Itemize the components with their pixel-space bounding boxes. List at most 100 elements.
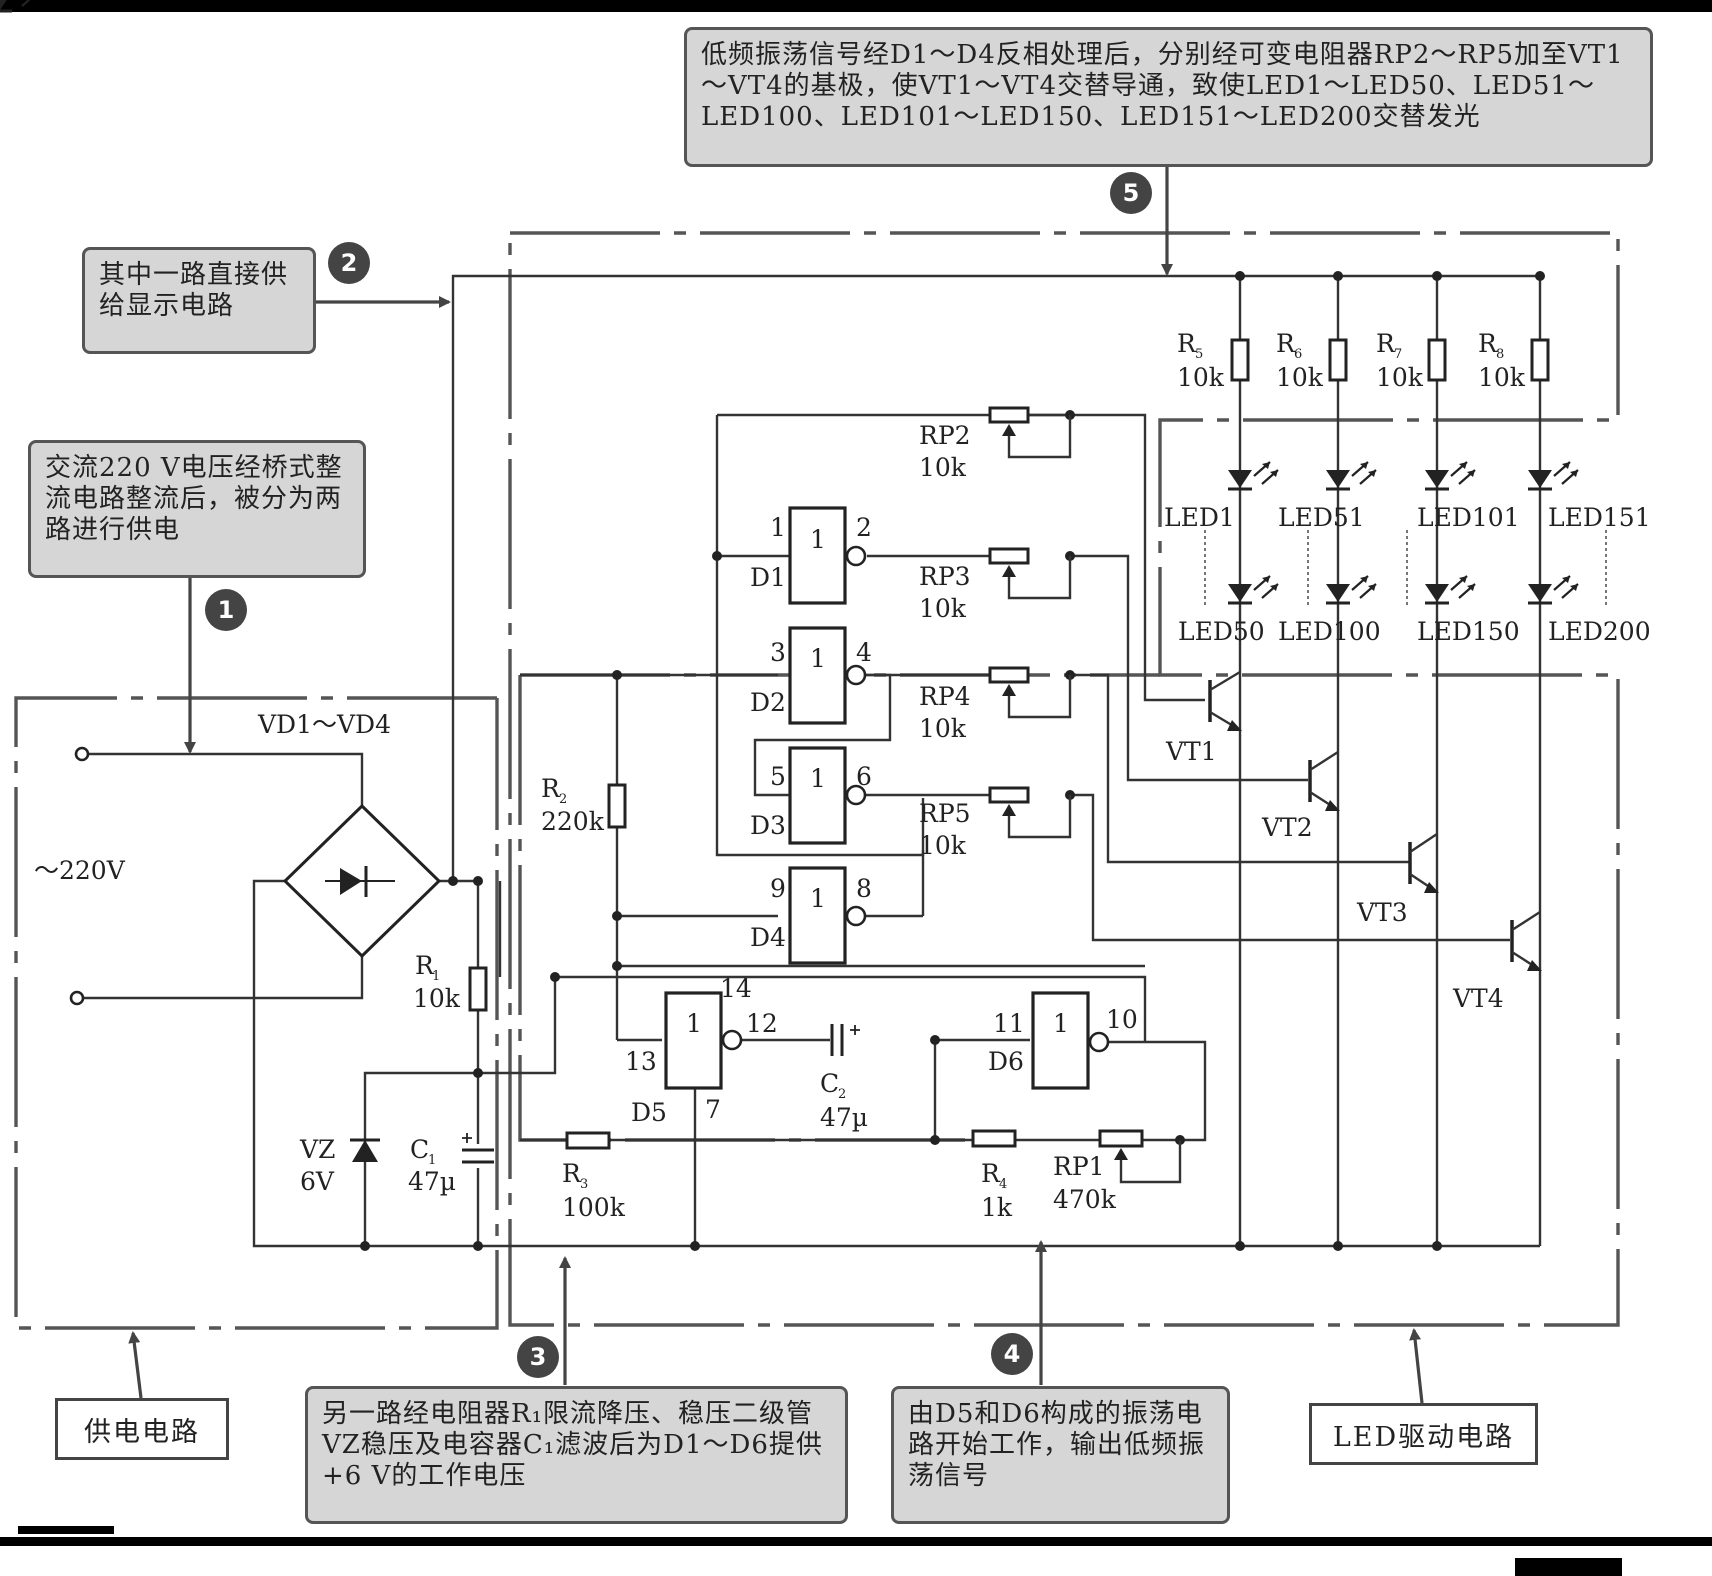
r1-label: R [415,951,435,980]
led50-label: LED50 [1178,617,1265,646]
led51-diode [1324,460,1378,491]
callout-arrows [128,166,1424,1404]
led100-diode [1324,574,1378,605]
d5-label: D5 [631,1098,667,1127]
rp1-potentiometer [1098,1129,1182,1184]
note-5: 低频振荡信号经D1～D4反相处理后，分别经可变电阻器RP2～RP5加至VT1～V… [684,27,1653,167]
rp3-value: 10k [919,594,967,623]
led-array [0,0,31,13]
r6-resistor [1328,338,1348,382]
gate-d4 [788,866,867,965]
d2-label: D2 [750,688,786,717]
vt4-label: VT4 [1452,984,1504,1013]
rp5-potentiometer [988,786,1072,839]
pin-9: 9 [770,874,786,903]
gate-d3 [788,746,867,845]
r7-value: 10k [1376,363,1424,392]
vt4-transistor [1510,910,1542,972]
pin-6: 6 [856,762,872,791]
led1-diode [1226,460,1280,491]
r7-label: R [1376,329,1396,358]
step-badge-5: 5 [1110,172,1152,214]
step-badge-1: 1 [205,589,247,631]
led151-label: LED151 [1548,503,1651,532]
pin-1: 1 [770,513,786,542]
d6-label: D6 [988,1047,1024,1076]
vz-zener-diode [350,1138,380,1162]
r8-value: 10k [1478,363,1526,392]
power-supply-tag: 供电电路 [55,1398,229,1460]
gate-d6-symbol: 1 [1053,1009,1069,1038]
led200-diode [1526,574,1580,605]
note-1: 交流220 V电压经桥式整流电路整流后，被分为两路进行供电 [28,440,366,578]
r6-label: R [1276,329,1296,358]
led1-label: LED1 [1164,503,1235,532]
rp2-potentiometer [988,406,1072,459]
led-ellipsis-lines [1204,530,1607,605]
r8-resistor [1530,338,1550,382]
gate-d1 [788,506,867,605]
rp3-label: RP3 [919,562,971,591]
d3-label: D3 [750,811,786,840]
r5-label: R [1177,329,1197,358]
r5-resistor [1230,338,1250,382]
ac-terminal-bottom [69,990,85,1006]
r1-subscript: 1 [432,969,440,984]
led151-diode [1526,460,1580,491]
led101-label: LED101 [1417,503,1520,532]
r2-value: 220k [541,807,605,836]
note-1-text: 交流220 V电压经桥式整流电路整流后，被分为两路进行供电 [45,453,343,545]
note-5-text: 低频振荡信号经D1～D4反相处理后，分别经可变电阻器RP2～RP5加至VT1～V… [701,40,1624,132]
r4-resistor [971,1129,1017,1148]
r6-subscript: 6 [1294,347,1302,362]
gate-d5-symbol: 1 [686,1009,702,1038]
r6-value: 10k [1276,363,1324,392]
rp1-value: 470k [1053,1185,1117,1214]
gate-d4-symbol: 1 [810,884,826,913]
vt1-label: VT1 [1165,737,1217,766]
ac-terminal-top [74,746,90,762]
rp5-label: RP5 [919,799,971,828]
c1-label: C [410,1135,429,1164]
vt3-label: VT3 [1356,898,1408,927]
r7-subscript: 7 [1394,347,1402,362]
r2-subscript: 2 [559,792,567,807]
led200-label: LED200 [1548,617,1651,646]
rp4-value: 10k [919,714,967,743]
r4-label: R [981,1159,1001,1188]
bottom-right-mark [1515,1558,1622,1576]
r4-value: 1k [981,1193,1013,1222]
led-driver-tag-text: LED驱动电路 [1332,1421,1515,1453]
c2-capacitor [830,1024,860,1056]
note-3-text: 另一路经电阻器R₁限流降压、稳压二级管VZ稳压及电容器C₁滤波后为D1～D6提供… [322,1399,823,1491]
r8-label: R [1478,329,1498,358]
gate-d1-symbol: 1 [810,525,826,554]
c1-capacitor [462,1133,494,1168]
led150-diode [1423,574,1477,605]
pin-11: 11 [993,1009,1025,1038]
led100-label: LED100 [1278,617,1381,646]
r3-label: R [562,1159,582,1188]
rp4-potentiometer [988,666,1072,719]
rp2-value: 10k [919,453,967,482]
pin-12: 12 [746,1009,778,1038]
r5-subscript: 5 [1195,347,1203,362]
pin-10: 10 [1106,1005,1138,1034]
gate-d2 [788,626,867,725]
vt2-transistor [1308,750,1340,812]
rp5-value: 10k [919,831,967,860]
bottom-rule [0,1537,1712,1546]
rp4-label: RP4 [919,682,971,711]
rp1-label: RP1 [1053,1152,1105,1181]
c2-label: C [820,1069,839,1098]
step-badge-2: 2 [328,242,370,284]
pin-3: 3 [770,638,786,667]
r7-resistor [1427,338,1447,382]
led50-diode [1226,574,1280,605]
wires [82,274,1542,1248]
pin-2: 2 [856,513,872,542]
led150-label: LED150 [1417,617,1520,646]
led-driver-tag: LED驱动电路 [1309,1403,1538,1465]
pin-14: 14 [720,974,752,1003]
